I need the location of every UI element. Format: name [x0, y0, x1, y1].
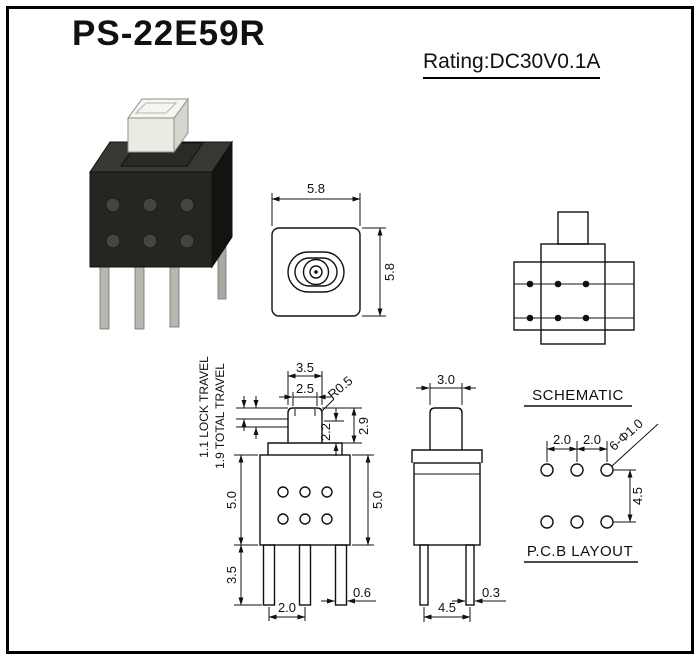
side-pin-thickness-dim: 0.3	[482, 585, 500, 600]
product-photo	[89, 97, 233, 330]
side-pin-span-dim: 4.5	[438, 600, 456, 615]
top-view-width-dim: 5.8	[307, 181, 325, 196]
pcb-pitch-x2-dim: 2.0	[583, 432, 601, 447]
photo-plunger	[127, 97, 189, 154]
top-view: 5.8 5.8	[271, 181, 397, 317]
front-view: 3.5 2.5 R0.5 2.2 2.9	[197, 356, 385, 621]
top-view-height-dim: 5.8	[382, 263, 397, 281]
front-lock-travel-label: 1.1 LOCK TRAVEL	[197, 356, 211, 458]
page-border	[6, 6, 694, 654]
pcb-pitch-x1-dim: 2.0	[553, 432, 571, 447]
front-cap-inner-dim: 2.5	[296, 381, 314, 396]
side-cap-depth-dim: 3.0	[437, 372, 455, 387]
schematic-label: SCHEMATIC	[532, 387, 624, 404]
pcb-layout-label: P.C.B LAYOUT	[527, 543, 633, 560]
side-view: 3.0 4.5 0.3	[411, 372, 506, 622]
front-pin-width-dim: 0.6	[353, 585, 371, 600]
front-cap-width-dim: 3.5	[296, 360, 314, 375]
pcb-pitch-y-dim: 4.5	[630, 487, 645, 505]
front-cap-upper-dim: 2.2	[318, 423, 333, 441]
front-total-travel-label: 1.9 TOTAL TRAVEL	[213, 363, 227, 469]
rating-label: Rating:DC30V0.1A	[423, 50, 601, 79]
schematic-view: SCHEMATIC	[513, 211, 635, 407]
front-corner-radius-dim: R0.5	[325, 373, 356, 402]
part-number-title: PS-22E59R	[72, 14, 266, 53]
front-body-width-dim: 5.0	[370, 491, 385, 509]
front-pin-length-dim: 3.5	[224, 566, 239, 584]
front-body-height-dim: 5.0	[224, 491, 239, 509]
front-pin-pitch-dim: 2.0	[278, 600, 296, 615]
pcb-layout-view: 2.0 2.0 6-Φ1.0 4.5 P.C.B LAYOUT	[524, 416, 659, 563]
front-cap-total-dim: 2.9	[356, 417, 371, 435]
pcb-hole-size-dim: 6-Φ1.0	[606, 416, 646, 454]
photo-switch-body	[89, 140, 233, 269]
